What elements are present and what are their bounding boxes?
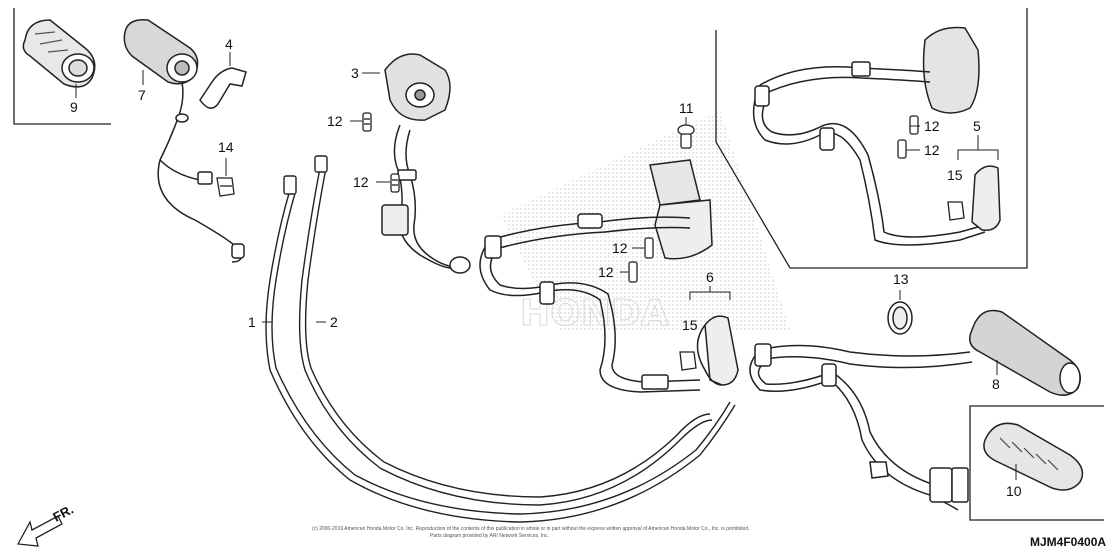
band-part-13 bbox=[887, 301, 913, 335]
callout-2: 2 bbox=[330, 314, 338, 330]
screw-part-12-f bbox=[897, 139, 907, 159]
callout-12-c: 12 bbox=[612, 240, 628, 256]
bracket-part-6 bbox=[696, 315, 739, 386]
grip-part-8 bbox=[749, 309, 1081, 511]
callout-8: 8 bbox=[992, 376, 1000, 392]
front-direction-arrow-icon bbox=[16, 515, 63, 547]
callout-10: 10 bbox=[1006, 483, 1022, 499]
callout-leader-lines bbox=[350, 120, 920, 273]
screw-part-12-e bbox=[909, 115, 919, 135]
inset-box-grip-left bbox=[13, 8, 111, 125]
grip-part-10 bbox=[983, 422, 1084, 491]
callout-11: 11 bbox=[679, 100, 694, 116]
callout-12-a: 12 bbox=[327, 113, 343, 129]
honda-watermark: HONDA bbox=[500, 110, 790, 335]
bracket-part-4 bbox=[199, 67, 247, 109]
callout-12-b: 12 bbox=[353, 174, 369, 190]
screw-part-11 bbox=[677, 124, 695, 149]
inset-box-grip-right bbox=[969, 405, 1104, 521]
callout-3: 3 bbox=[351, 65, 359, 81]
grip-part-9 bbox=[22, 19, 96, 88]
callout-labels: 1 2 3 4 5 6 7 8 9 10 11 12 12 12 12 12 1… bbox=[70, 36, 1022, 499]
callout-4: 4 bbox=[225, 36, 233, 52]
callout-1: 1 bbox=[248, 314, 256, 330]
callout-5: 5 bbox=[973, 118, 981, 134]
callout-7: 7 bbox=[138, 87, 146, 103]
callout-12-d: 12 bbox=[598, 264, 614, 280]
copyright-line-2: Parts diagram provided by ARI Network Se… bbox=[430, 533, 549, 539]
drawing-code: MJM4F0400A bbox=[1030, 535, 1106, 549]
throttle-cable-part-2 bbox=[298, 155, 713, 506]
callout-9: 9 bbox=[70, 99, 78, 115]
callout-12-f: 12 bbox=[924, 142, 940, 158]
clip-part-14 bbox=[216, 177, 235, 197]
inset-box-switch-right bbox=[715, 8, 1028, 269]
center-switch-assembly bbox=[479, 159, 713, 393]
throttle-cable-part-1 bbox=[265, 175, 736, 523]
callout-13: 13 bbox=[893, 271, 909, 287]
screw-part-12-d bbox=[628, 261, 638, 283]
callout-15-b: 15 bbox=[682, 317, 698, 333]
callout-14: 14 bbox=[218, 139, 234, 155]
callout-12-e: 12 bbox=[924, 118, 940, 134]
callout-6: 6 bbox=[706, 269, 714, 285]
left-switch-part-3 bbox=[381, 53, 471, 274]
screw-part-12-c bbox=[644, 237, 654, 259]
heated-grip-part-7 bbox=[123, 19, 245, 263]
clip-part-15-a bbox=[947, 201, 965, 221]
copyright-line-1: (c) 2000-2019 American Honda Motor Co. I… bbox=[312, 526, 749, 532]
callout-15-a: 15 bbox=[947, 167, 963, 183]
screw-part-12-b bbox=[390, 173, 400, 193]
screw-part-12-a bbox=[362, 112, 372, 132]
right-switch-part-5-assembly bbox=[752, 26, 1001, 246]
clip-part-15-b bbox=[679, 351, 697, 371]
